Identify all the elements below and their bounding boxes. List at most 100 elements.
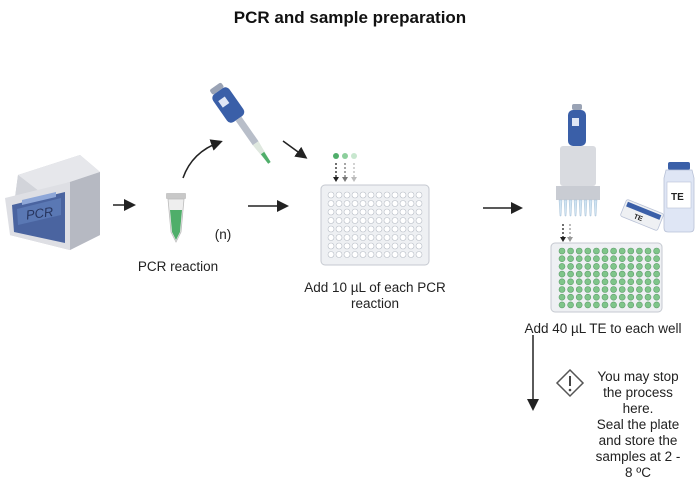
plate-well — [359, 217, 367, 224]
plate-well — [618, 286, 626, 293]
plate-step-label: Add 10 µL of each PCR reaction — [290, 280, 460, 312]
plate-well — [644, 247, 652, 255]
plate-well — [367, 217, 375, 224]
te-step-label: Add 40 µL TE to each well — [524, 321, 682, 336]
plate-well — [601, 286, 609, 293]
plate-well — [558, 247, 566, 255]
plate-well — [618, 255, 626, 263]
plate-well — [627, 247, 635, 255]
plate-well — [558, 255, 566, 263]
filled-wells — [558, 247, 660, 309]
plate-well — [367, 251, 375, 258]
plate-well — [601, 255, 609, 263]
plate-well — [593, 255, 600, 263]
plate-well — [601, 293, 609, 301]
pcr-tube-icon — [166, 193, 186, 243]
plate-well — [375, 208, 383, 216]
plate-well — [375, 234, 383, 241]
plate-well — [343, 217, 351, 224]
plate-well — [383, 217, 391, 224]
plate-well — [327, 251, 335, 258]
plate-well — [343, 225, 351, 233]
plate-well — [567, 247, 574, 255]
plate-well — [567, 278, 574, 286]
plate-well — [653, 270, 660, 278]
plate-well — [359, 191, 367, 199]
plate-well — [351, 217, 359, 224]
plate-well — [343, 208, 351, 216]
plate-well — [636, 301, 643, 309]
plate-well — [327, 191, 335, 199]
plate-well — [399, 208, 407, 216]
plate-well — [335, 200, 343, 207]
plate-well — [375, 251, 383, 258]
plate-well — [593, 293, 600, 301]
pipette-tip — [593, 199, 598, 217]
te-bottle-icon: TE — [663, 162, 695, 233]
plate-well — [644, 278, 652, 286]
plate-well — [636, 255, 643, 263]
plate-well — [383, 200, 391, 207]
plate-well — [627, 255, 635, 263]
plate-well — [327, 234, 335, 241]
plate-well — [343, 242, 351, 250]
plate-well — [335, 251, 343, 258]
plate-well — [584, 293, 592, 301]
plate-well — [593, 301, 600, 309]
thermocycler-screen-text: PCR — [25, 204, 54, 223]
plate-well — [558, 278, 566, 286]
plate-well — [653, 255, 660, 263]
plate-well — [575, 247, 583, 255]
plate-well — [653, 301, 660, 309]
plate-well — [383, 242, 391, 250]
plate-well — [399, 217, 407, 224]
plate-well — [618, 270, 626, 278]
plate-well — [567, 301, 574, 309]
plate-well — [415, 208, 423, 216]
plate-well — [627, 278, 635, 286]
plate-well — [601, 278, 609, 286]
stop-note-line7: 8 ºC — [625, 465, 651, 480]
plate-well — [399, 191, 407, 199]
plate-well — [391, 251, 399, 258]
plate-well — [415, 200, 423, 207]
plate-well — [383, 251, 391, 258]
plate-well — [653, 293, 660, 301]
plate-well — [644, 293, 652, 301]
stop-note-line2: the process — [603, 385, 673, 400]
plate-well — [610, 286, 617, 293]
plate-well — [558, 301, 566, 309]
plate-well — [327, 200, 335, 207]
multichannel-tips — [558, 199, 598, 217]
plate-well — [575, 301, 583, 309]
plate-well — [601, 263, 609, 270]
plate-well — [391, 234, 399, 241]
plate-well — [335, 191, 343, 199]
plate-well — [636, 270, 643, 278]
plate-well — [335, 234, 343, 241]
plate-well — [627, 270, 635, 278]
plate-well — [558, 263, 566, 270]
empty-wells — [327, 191, 423, 258]
plate-well — [636, 286, 643, 293]
plate-well — [618, 247, 626, 255]
plate-well — [391, 225, 399, 233]
plate-well — [367, 191, 375, 199]
stop-note-line5: and store the — [598, 433, 678, 448]
plate-well — [644, 270, 652, 278]
plate-well — [610, 247, 617, 255]
plate-well — [399, 200, 407, 207]
plate-well — [593, 263, 600, 270]
plate-well — [383, 234, 391, 241]
plate-well — [343, 234, 351, 241]
plate-well — [644, 286, 652, 293]
plate-step-label-line1: Add 10 µL of each PCR — [304, 280, 446, 295]
plate-well — [653, 278, 660, 286]
plate-well — [335, 217, 343, 224]
plate-well — [407, 208, 415, 216]
plate-well — [391, 200, 399, 207]
plate-well — [415, 217, 423, 224]
plate-well — [618, 263, 626, 270]
pipette-tip — [558, 199, 563, 217]
pipette-tip — [588, 199, 593, 217]
